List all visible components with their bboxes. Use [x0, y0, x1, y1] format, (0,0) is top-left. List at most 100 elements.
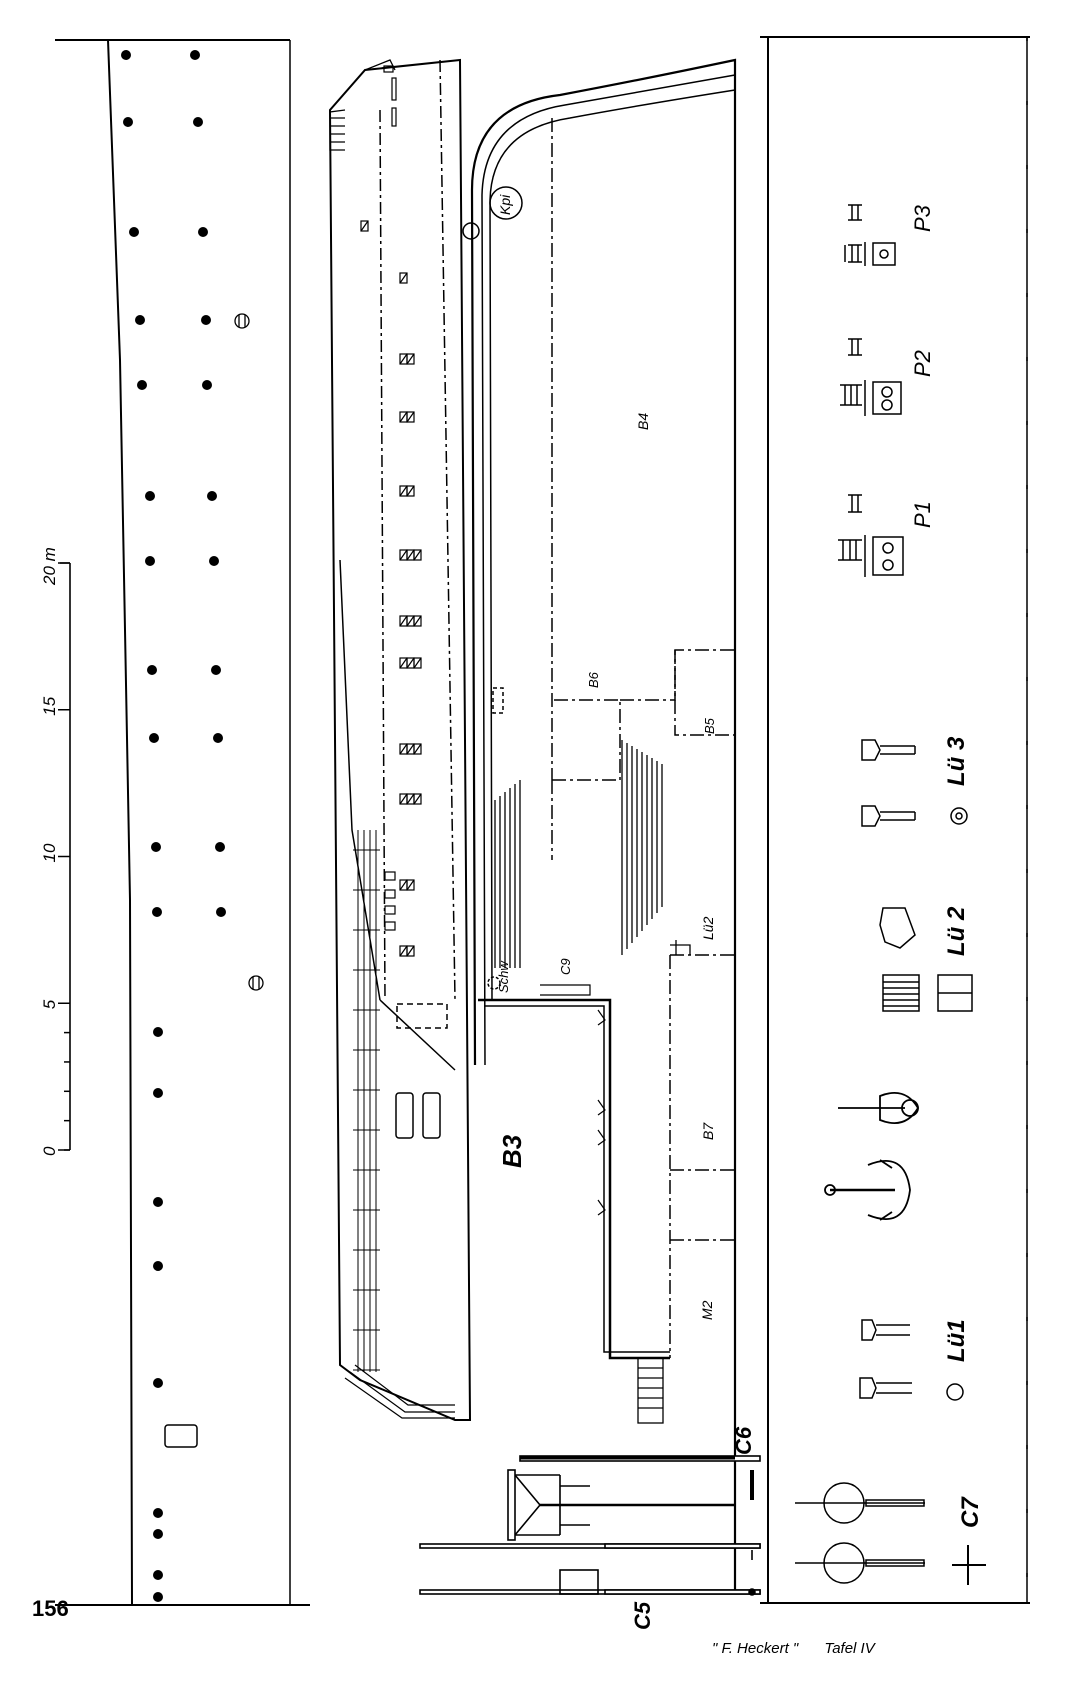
window-slash [406, 353, 415, 365]
window-slash [406, 793, 415, 805]
window [399, 272, 408, 284]
window-slash [413, 657, 422, 669]
porthole [190, 50, 200, 60]
stern-overhang-lines [344, 1364, 455, 1419]
window-slash [406, 879, 415, 891]
window-slash [360, 220, 369, 232]
label-c5: C5 [630, 1601, 655, 1630]
label-c9: C9 [558, 958, 573, 975]
hull-side-panel [55, 39, 310, 1606]
caption-plate: Tafel IV [824, 1640, 875, 1657]
label-p3: P3 [910, 204, 935, 232]
porthole [153, 1529, 163, 1539]
label-lu1: Lü1 [943, 1319, 970, 1362]
window-slash [406, 743, 415, 755]
porthole [209, 556, 219, 566]
window [406, 945, 415, 957]
window-slash [399, 657, 408, 669]
label-schw: Schw [496, 960, 511, 993]
label-p1: P1 [910, 501, 935, 528]
hull-door [164, 1424, 198, 1448]
window [383, 65, 394, 73]
porthole [201, 315, 211, 325]
ventilator-icon [597, 1009, 606, 1216]
skylight-right [422, 1092, 441, 1139]
window [413, 793, 422, 805]
window-slash [413, 549, 422, 561]
porthole [153, 1592, 163, 1602]
kpi-circle [489, 186, 523, 220]
hull-hatch-lines [353, 830, 380, 1372]
window-slash [399, 743, 408, 755]
caption-ship: " F. Heckert " [712, 1640, 799, 1657]
davit-icon [507, 1469, 735, 1541]
scale-tick-label: 15 [40, 696, 59, 715]
window [406, 485, 415, 497]
window-slash [399, 945, 408, 957]
window-slash [399, 615, 408, 627]
porthole [153, 1570, 163, 1580]
skylight-left [395, 1092, 414, 1139]
porthole [153, 1261, 163, 1271]
porthole [145, 556, 155, 566]
porthole [129, 227, 139, 237]
porthole [149, 733, 159, 743]
plate-caption: " F. Heckert " Tafel IV [712, 1640, 897, 1657]
porthole [153, 1378, 163, 1388]
window-slash [406, 549, 415, 561]
porthole [153, 1027, 163, 1037]
window [384, 871, 396, 881]
window [406, 353, 415, 365]
porthole [216, 907, 226, 917]
bow-outline [470, 58, 737, 1590]
porthole [207, 491, 217, 501]
window-slash [399, 485, 408, 497]
label-b6: B6 [586, 671, 601, 688]
window-slash [406, 657, 415, 669]
porthole [121, 50, 131, 60]
label-c6: C6 [731, 1426, 756, 1455]
porthole [198, 227, 208, 237]
window-slash [406, 945, 415, 957]
porthole [151, 842, 161, 852]
scale-tick-label: 0 [40, 1146, 59, 1156]
window-slash [413, 615, 422, 627]
porthole [153, 1197, 163, 1207]
porthole [153, 1088, 163, 1098]
porthole-icon [234, 313, 264, 991]
bitt-circle [462, 222, 480, 240]
scale-tick-label: 20 m [40, 547, 59, 586]
superstructure-plan [328, 58, 472, 1421]
c7-fittings [795, 1482, 986, 1585]
label-c7: C7 [957, 1496, 984, 1528]
ventilator-icon [859, 739, 973, 1401]
porthole [153, 1508, 163, 1518]
porthole [145, 491, 155, 501]
dashed-hatch [396, 1003, 448, 1029]
window-slash [406, 485, 415, 497]
window-slash [399, 353, 408, 365]
label-b4: B4 [635, 413, 651, 430]
window-slash [406, 615, 415, 627]
label-b5: B5 [702, 717, 717, 734]
porthole [215, 842, 225, 852]
window-slash [413, 793, 422, 805]
ladder-icon [637, 1357, 664, 1424]
porthole [135, 315, 145, 325]
main-deck-plan [462, 58, 737, 1590]
window-slash [413, 743, 422, 755]
bollard-icon [838, 204, 904, 577]
window [360, 220, 369, 232]
window-slash [406, 411, 415, 423]
deck-labels: Kpi B4 B6 B5 Lü2 Schw C9 B3 B7 M2 [496, 194, 717, 1320]
label-m2: M2 [699, 1300, 715, 1320]
label-lu2: Lü 2 [943, 906, 970, 956]
window-slash [399, 879, 408, 891]
label-kpi: Kpi [497, 194, 513, 215]
porthole [152, 907, 162, 917]
porthole [193, 117, 203, 127]
porthole [123, 117, 133, 127]
label-b3: B3 [497, 1134, 527, 1168]
label-p2: P2 [910, 350, 935, 377]
